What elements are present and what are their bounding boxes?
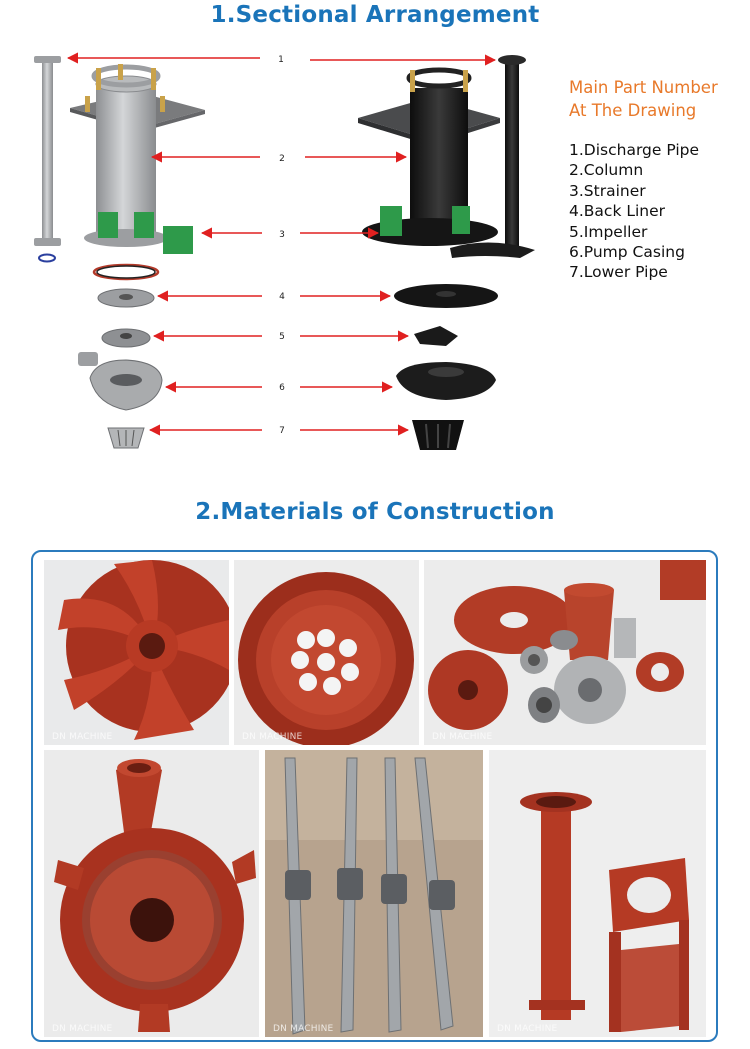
legend-item-discharge-pipe: 1.Discharge Pipe (569, 141, 700, 159)
photo-strainer: DN MACHINE (234, 560, 419, 745)
legend-heading: Main Part Number At The Drawing (569, 76, 718, 122)
materials-photo-frame (31, 550, 718, 1042)
callout-number-3: 3 (279, 230, 285, 240)
callout-arrows (66, 52, 497, 436)
callout-numbers: 1 2 3 4 5 6 7 (278, 55, 285, 436)
photo-watermark: DN MACHINE (432, 732, 493, 742)
sectional-arrangement-diagram: 1 2 3 4 5 6 7 (34, 52, 535, 450)
legend-heading-line2: At The Drawing (569, 101, 697, 120)
photo-watermark: DN MACHINE (273, 1024, 334, 1034)
photo-shafts: DN MACHINE (265, 750, 483, 1037)
photo-watermark: DN MACHINE (497, 1024, 558, 1034)
callout-number-6: 6 (279, 383, 285, 393)
legend-item-impeller: 5.Impeller (569, 222, 648, 241)
photo-watermark: DN MACHINE (52, 1024, 113, 1034)
legend-item-column: 2.Column (569, 161, 644, 180)
callout-number-4: 4 (279, 292, 285, 302)
part-legend-list: 1.Discharge Pipe 2.Column 3.Strainer 4.B… (569, 140, 699, 283)
steel-pump-assembly (34, 56, 205, 449)
black-pump-assembly (358, 55, 535, 450)
section-title-materials-of-construction: 2.Materials of Construction (195, 499, 555, 525)
legend-item-lower-pipe: 7.Lower Pipe (569, 263, 668, 282)
photo-watermark: DN MACHINE (52, 732, 113, 742)
photo-pump-casing: DN MACHINE (44, 750, 259, 1037)
callout-number-5: 5 (279, 332, 285, 342)
photo-impeller: DN MACHINE (44, 560, 229, 745)
callout-number-1: 1 (278, 55, 284, 65)
callout-number-7: 7 (279, 426, 285, 436)
callout-number-2: 2 (279, 154, 285, 164)
photo-column-and-frame: DN MACHINE (489, 750, 706, 1037)
section-title-sectional-arrangement: 1.Sectional Arrangement (210, 2, 540, 28)
legend-item-pump-casing: 6.Pump Casing (569, 243, 685, 262)
legend-item-strainer: 3.Strainer (569, 181, 646, 200)
legend-item-back-liner: 4.Back Liner (569, 202, 666, 221)
photo-assorted-parts: DN MACHINE (424, 560, 706, 745)
legend-heading-line1: Main Part Number (569, 78, 718, 97)
photo-watermark: DN MACHINE (242, 732, 303, 742)
